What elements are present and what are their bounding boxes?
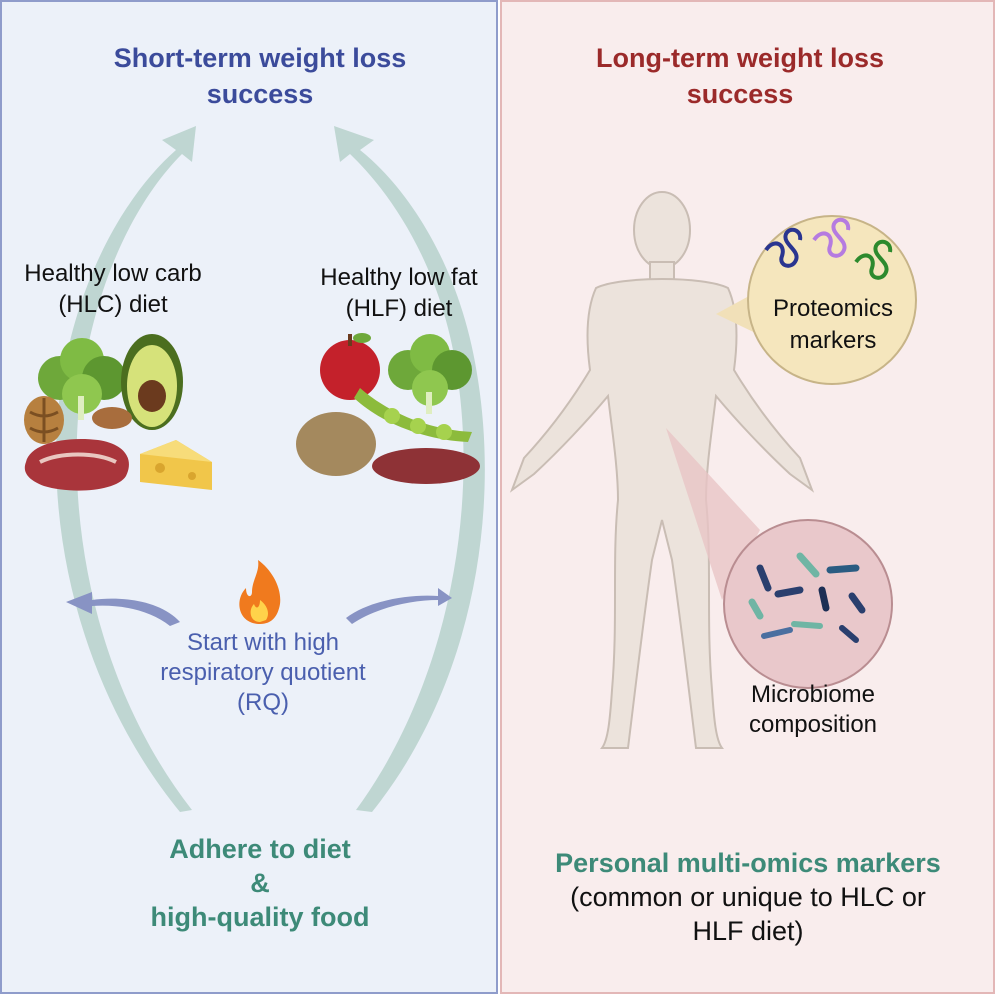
adhere-diet-label: Adhere to diet & high-quality food xyxy=(60,832,460,934)
hlc-food-illustration xyxy=(24,334,212,491)
right-rq-arrow xyxy=(346,588,452,624)
hlc-label-line2: (HLC) diet xyxy=(58,291,168,318)
rq-line3: (RQ) xyxy=(237,689,289,716)
long-term-title-line2: success xyxy=(686,79,794,109)
proteomics-label: Proteomics markers xyxy=(750,293,916,357)
bacteria-icons xyxy=(748,552,866,643)
hlc-diet-label: Healthy low carb (HLC) diet xyxy=(0,258,226,320)
lettuce-icon xyxy=(38,338,126,420)
personal-sub-line2: HLF diet) xyxy=(692,916,804,946)
personal-markers-subtitle: (common or unique to HLC or HLF diet) xyxy=(510,880,986,948)
short-term-title: Short-term weight loss success xyxy=(60,40,460,112)
walnut-icon xyxy=(24,396,64,444)
hlf-label-line2: (HLF) diet xyxy=(345,295,453,322)
avocado-icon xyxy=(121,334,183,430)
apple-icon xyxy=(320,333,380,400)
adhere-line3: high-quality food xyxy=(150,902,370,932)
long-term-title: Long-term weight loss success xyxy=(540,40,940,112)
personal-markers-title: Personal multi-omics markers xyxy=(555,848,941,878)
rq-line1: Start with high xyxy=(186,629,340,656)
microbiome-callout-pointer xyxy=(666,428,760,600)
hlf-food-illustration xyxy=(296,333,480,484)
left-rq-arrow xyxy=(66,592,180,626)
steak-icon xyxy=(24,438,129,491)
potato-icon xyxy=(296,412,376,476)
proteomics-circle xyxy=(747,215,917,385)
flame-icon xyxy=(239,560,281,624)
personal-sub-line1: (common or unique to HLC or xyxy=(570,882,926,912)
cheese-icon xyxy=(140,440,212,490)
rq-line2: respiratory quotient xyxy=(160,659,366,686)
adhere-line1: Adhere to diet xyxy=(169,834,351,864)
protein-icons xyxy=(764,217,893,280)
long-term-panel xyxy=(500,0,995,994)
hlf-label-line1: Healthy low fat xyxy=(320,264,478,291)
short-term-title-line1: Short-term weight loss xyxy=(113,43,407,73)
meat-fillet-icon xyxy=(372,448,480,484)
short-term-panel xyxy=(0,0,498,994)
almond-icon xyxy=(92,407,132,429)
lettuce-icon-2 xyxy=(388,334,472,414)
microbiome-line1: Microbiome xyxy=(750,681,876,708)
microbiome-line2: composition xyxy=(748,711,878,738)
proteomics-line1: Proteomics xyxy=(772,295,894,322)
rq-label: Start with high respiratory quotient (RQ… xyxy=(112,628,414,718)
human-body-figure xyxy=(509,191,815,749)
microbiome-circle xyxy=(723,519,893,689)
edamame-icon xyxy=(354,388,472,442)
long-term-title-line1: Long-term weight loss xyxy=(595,43,884,73)
hlc-label-line1: Healthy low carb xyxy=(24,260,202,287)
adhere-line2: & xyxy=(250,868,270,898)
microbiome-label: Microbiome composition xyxy=(718,680,908,740)
hlf-diet-label: Healthy low fat (HLF) diet xyxy=(296,262,502,324)
curved-arrows xyxy=(56,126,485,812)
proteomics-line2: markers xyxy=(789,327,877,354)
short-term-title-line2: success xyxy=(206,79,314,109)
